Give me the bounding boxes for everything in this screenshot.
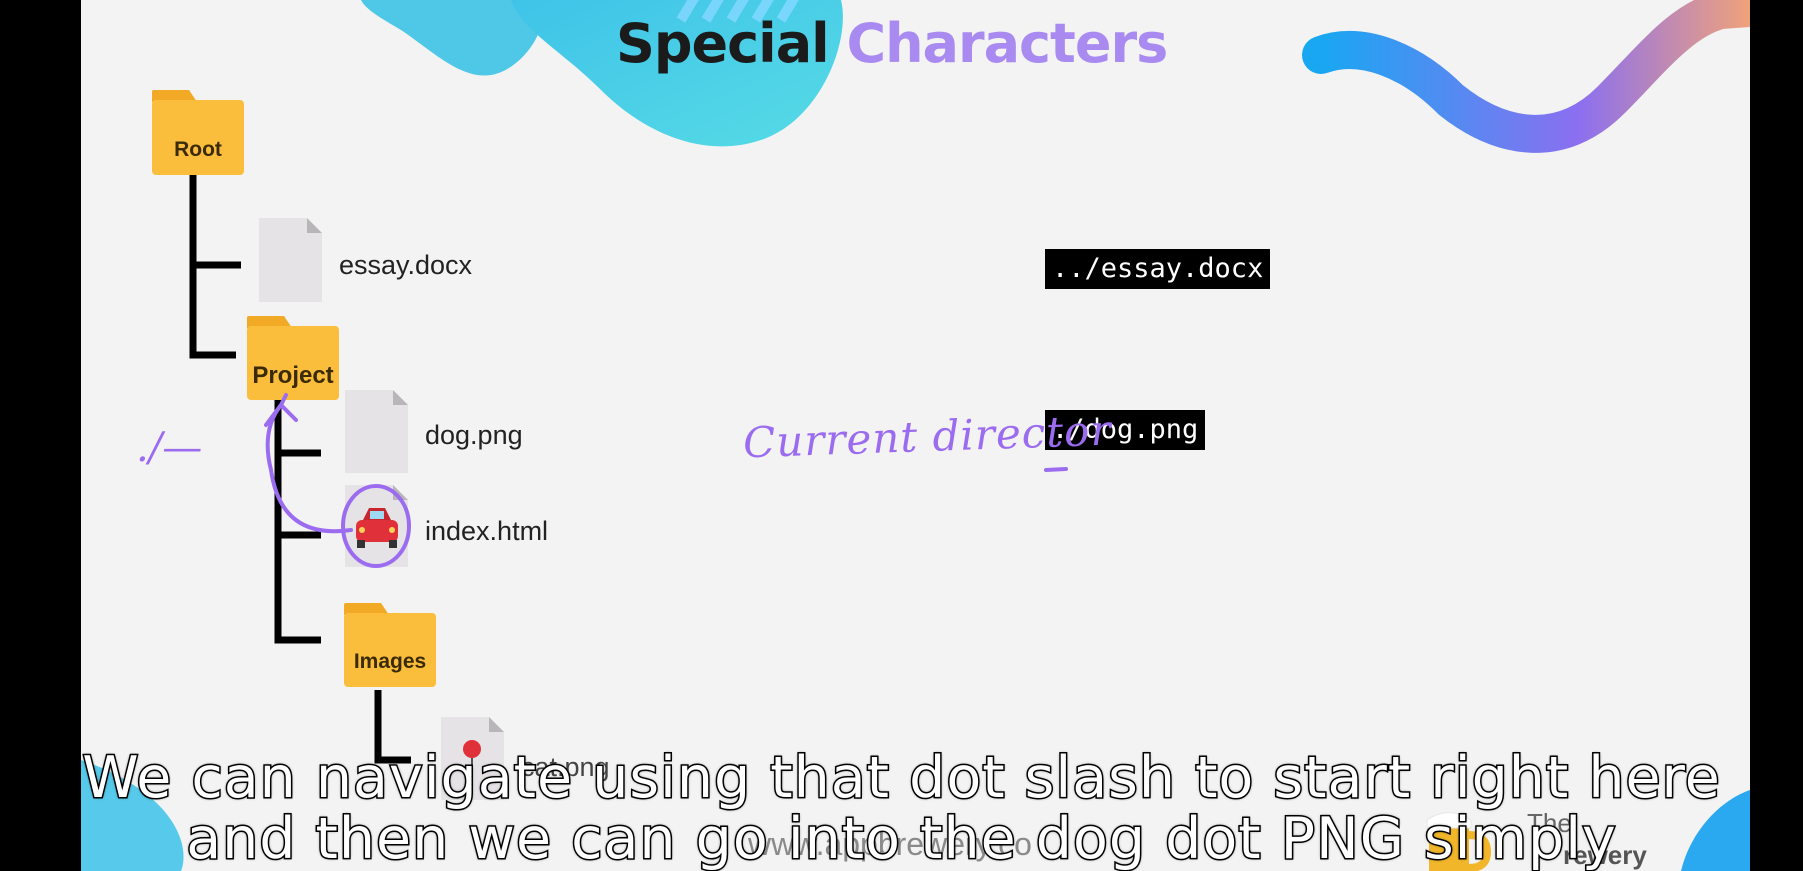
essay-file-label: essay.docx <box>339 250 473 280</box>
cat-file-label: cat.png <box>521 752 610 782</box>
root-folder-icon <box>152 90 244 175</box>
decor-blob-top-left <box>361 0 543 76</box>
decor-blob-bottom-right <box>1681 790 1750 871</box>
cat-file-icon <box>441 717 504 800</box>
index-file-label: index.html <box>425 516 549 546</box>
dot-slash-annotation: ./— <box>136 425 203 471</box>
brewery-logo-icon <box>1426 812 1492 871</box>
decor-blob-bottom-left <box>81 760 184 871</box>
annotation-underline <box>1044 467 1068 472</box>
brewery-logo <box>1399 800 1509 871</box>
project-folder-icon <box>247 316 339 400</box>
title-part-2: Characters <box>846 12 1168 75</box>
caption-line-2: and then we can go into the dog dot PNG … <box>185 805 1618 871</box>
images-folder-label: Images <box>353 650 427 673</box>
dog-file-label: dog.png <box>425 420 523 450</box>
watermark-url: www.appbrewery.co <box>748 826 1032 862</box>
annotation-strokes <box>264 393 1068 568</box>
decor-wave-top-right <box>1302 0 1750 153</box>
car-icon <box>356 508 398 548</box>
slide: Special Characters Root essay.docx Proje… <box>81 0 1750 871</box>
root-folder-label: Root <box>174 138 222 161</box>
slide-title: Special Characters <box>616 12 1168 75</box>
project-folder-label: Project <box>252 362 334 389</box>
images-folder-icon <box>344 603 436 687</box>
title-part-1: Special <box>616 12 830 75</box>
parent-path-box: ../essay.docx <box>1045 249 1271 289</box>
annotation-circle <box>341 484 411 568</box>
decor-stripes <box>676 0 799 23</box>
logo-word-the: The <box>1527 808 1572 838</box>
essay-file-icon <box>259 218 322 302</box>
index-file-icon <box>345 485 408 567</box>
current-path-box: ./dog.png <box>1045 410 1206 450</box>
logo-word-brewery: rewery <box>1563 840 1647 870</box>
dog-file-icon <box>345 390 408 473</box>
tree-lines <box>189 175 411 764</box>
slide-graphics <box>81 0 1750 871</box>
annotation-arrow <box>265 403 353 534</box>
decor-blob-top-center <box>511 0 843 147</box>
caption-line-1: We can navigate using that dot slash to … <box>81 744 1722 813</box>
